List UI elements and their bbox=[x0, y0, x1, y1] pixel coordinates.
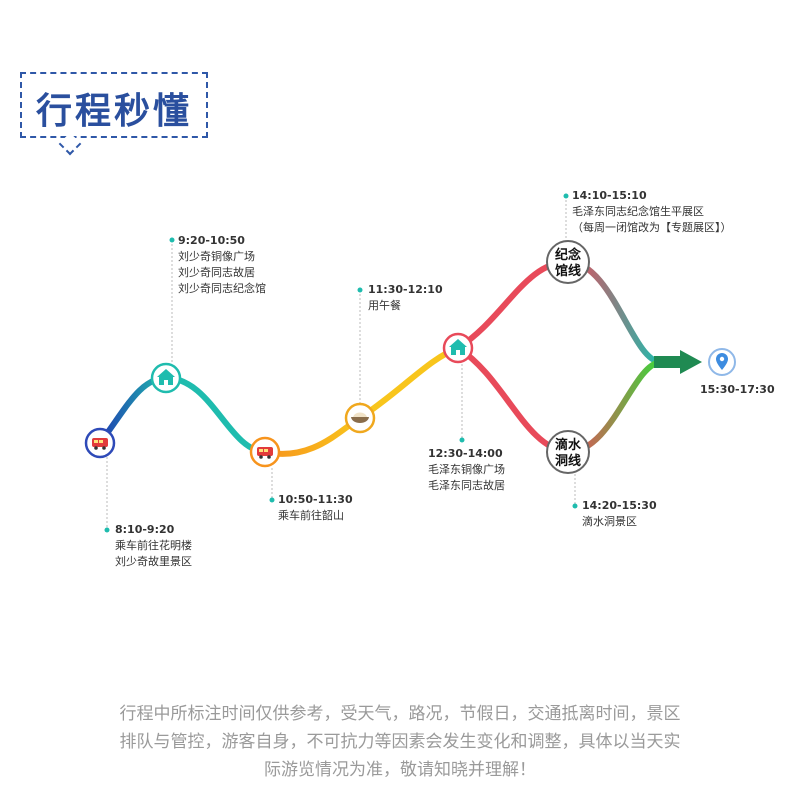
route-segment-4 bbox=[357, 345, 461, 421]
building-icon bbox=[442, 332, 474, 364]
food-bowl-icon bbox=[344, 402, 376, 434]
stop-1-time: 8:10-9:20 bbox=[115, 523, 175, 536]
route-memorial-label-1: 纪念 bbox=[555, 247, 581, 263]
stop-3-time: 10:50-11:30 bbox=[278, 493, 353, 506]
route-dishui-label-1: 滴水 bbox=[555, 437, 582, 453]
stop-2-line1: 刘少奇铜像广场 bbox=[178, 250, 255, 263]
disclaimer-line-3: 际游览情况为准，敬请知晓并理解！ bbox=[264, 760, 536, 780]
route-memorial-node: 纪念 馆线 bbox=[546, 240, 590, 284]
stop-7-time: 14:20-15:30 bbox=[582, 499, 657, 512]
arrow-right-icon bbox=[654, 350, 702, 374]
stop-8-time: 15:30-17:30 bbox=[700, 383, 775, 396]
route-dishui-label-2: 洞线 bbox=[555, 453, 581, 469]
stop-7-line1: 滴水洞景区 bbox=[582, 515, 637, 528]
stop-5-line1: 毛泽东铜像广场 bbox=[428, 463, 505, 476]
title-box: 行程秒懂 bbox=[20, 72, 208, 138]
bus-icon bbox=[249, 436, 281, 468]
stop-label-8: 15:30-17:30 bbox=[700, 382, 775, 398]
route-memorial-label-2: 馆线 bbox=[555, 263, 581, 279]
route-segment-2 bbox=[163, 375, 268, 455]
stop-5-line2: 毛泽东同志故居 bbox=[428, 479, 505, 492]
stop-2-time: 9:20-10:50 bbox=[178, 234, 245, 247]
disclaimer-note: 行程中所标注时间仅供参考，受天气，路况，节假日，交通抵离时间，景区 排队与管控，… bbox=[40, 700, 760, 784]
leader-dots bbox=[104, 193, 578, 533]
disclaimer-line-1: 行程中所标注时间仅供参考，受天气，路况，节假日，交通抵离时间，景区 bbox=[119, 704, 681, 724]
stop-5-time: 12:30-14:00 bbox=[428, 447, 503, 460]
stop-6-line2: （每周一闭馆改为【专题展区】） bbox=[572, 221, 732, 234]
stop-2-line3: 刘少奇同志纪念馆 bbox=[178, 282, 266, 295]
bus-icon bbox=[84, 427, 116, 459]
stop-4-line1: 用午餐 bbox=[368, 299, 401, 312]
disclaimer-line-2: 排队与管控，游客自身，不可抗力等因素会发生变化和调整，具体以当天实 bbox=[119, 732, 681, 752]
stop-label-1: 8:10-9:20 乘车前往花明楼 刘少奇故里景区 bbox=[115, 522, 192, 570]
stop-3-line1: 乘车前往韶山 bbox=[278, 509, 344, 522]
stop-label-2: 9:20-10:50 刘少奇铜像广场 刘少奇同志故居 刘少奇同志纪念馆 bbox=[178, 233, 266, 297]
stop-label-3: 10:50-11:30 乘车前往韶山 bbox=[278, 492, 353, 524]
route-dishui-node: 滴水 洞线 bbox=[546, 430, 590, 474]
stop-1-line2: 刘少奇故里景区 bbox=[115, 555, 192, 568]
stop-label-6: 14:10-15:10 毛泽东同志纪念馆生平展区 （每周一闭馆改为【专题展区】） bbox=[572, 188, 732, 236]
building-icon bbox=[150, 362, 182, 394]
stop-1-line1: 乘车前往花明楼 bbox=[115, 539, 192, 552]
stop-6-time: 14:10-15:10 bbox=[572, 189, 647, 202]
leader-lines bbox=[106, 196, 576, 530]
stop-2-line2: 刘少奇同志故居 bbox=[178, 266, 255, 279]
page-title: 行程秒懂 bbox=[36, 91, 193, 132]
route-segment-lower-a bbox=[455, 345, 571, 455]
stop-label-4: 11:30-12:10 用午餐 bbox=[368, 282, 443, 314]
location-pin-icon bbox=[708, 348, 736, 376]
stop-label-5: 12:30-14:00 毛泽东铜像广场 毛泽东同志故居 bbox=[428, 446, 505, 494]
stop-4-time: 11:30-12:10 bbox=[368, 283, 443, 296]
stop-6-line1: 毛泽东同志纪念馆生平展区 bbox=[572, 205, 704, 218]
stop-label-7: 14:20-15:30 滴水洞景区 bbox=[582, 498, 657, 530]
